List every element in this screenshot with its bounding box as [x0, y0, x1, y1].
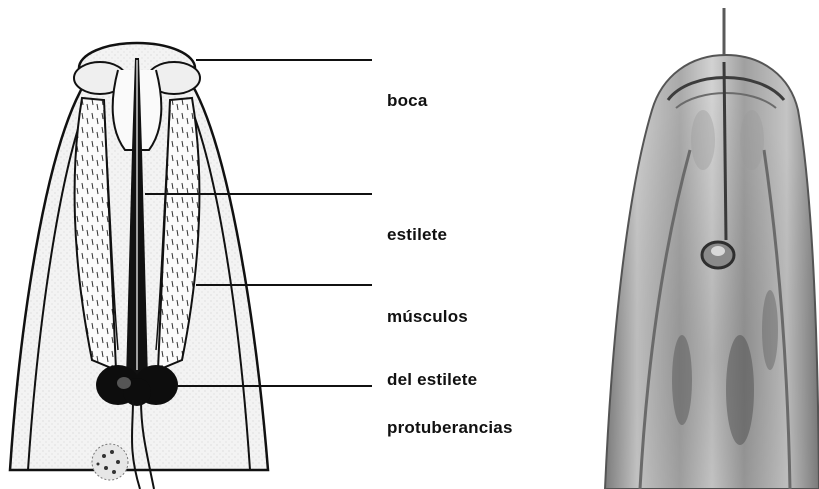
label-knobs: protuberancias — [387, 375, 513, 480]
nematode-micrograph — [600, 0, 819, 489]
label-mouth-text: boca — [387, 90, 427, 111]
label-knobs-text: protuberancias — [387, 417, 513, 438]
label-stylet-text: estilete — [387, 224, 447, 245]
label-stylet-muscles-line1: músculos — [387, 306, 477, 327]
label-mouth: boca — [387, 48, 427, 153]
gland-nucleus — [92, 444, 128, 480]
